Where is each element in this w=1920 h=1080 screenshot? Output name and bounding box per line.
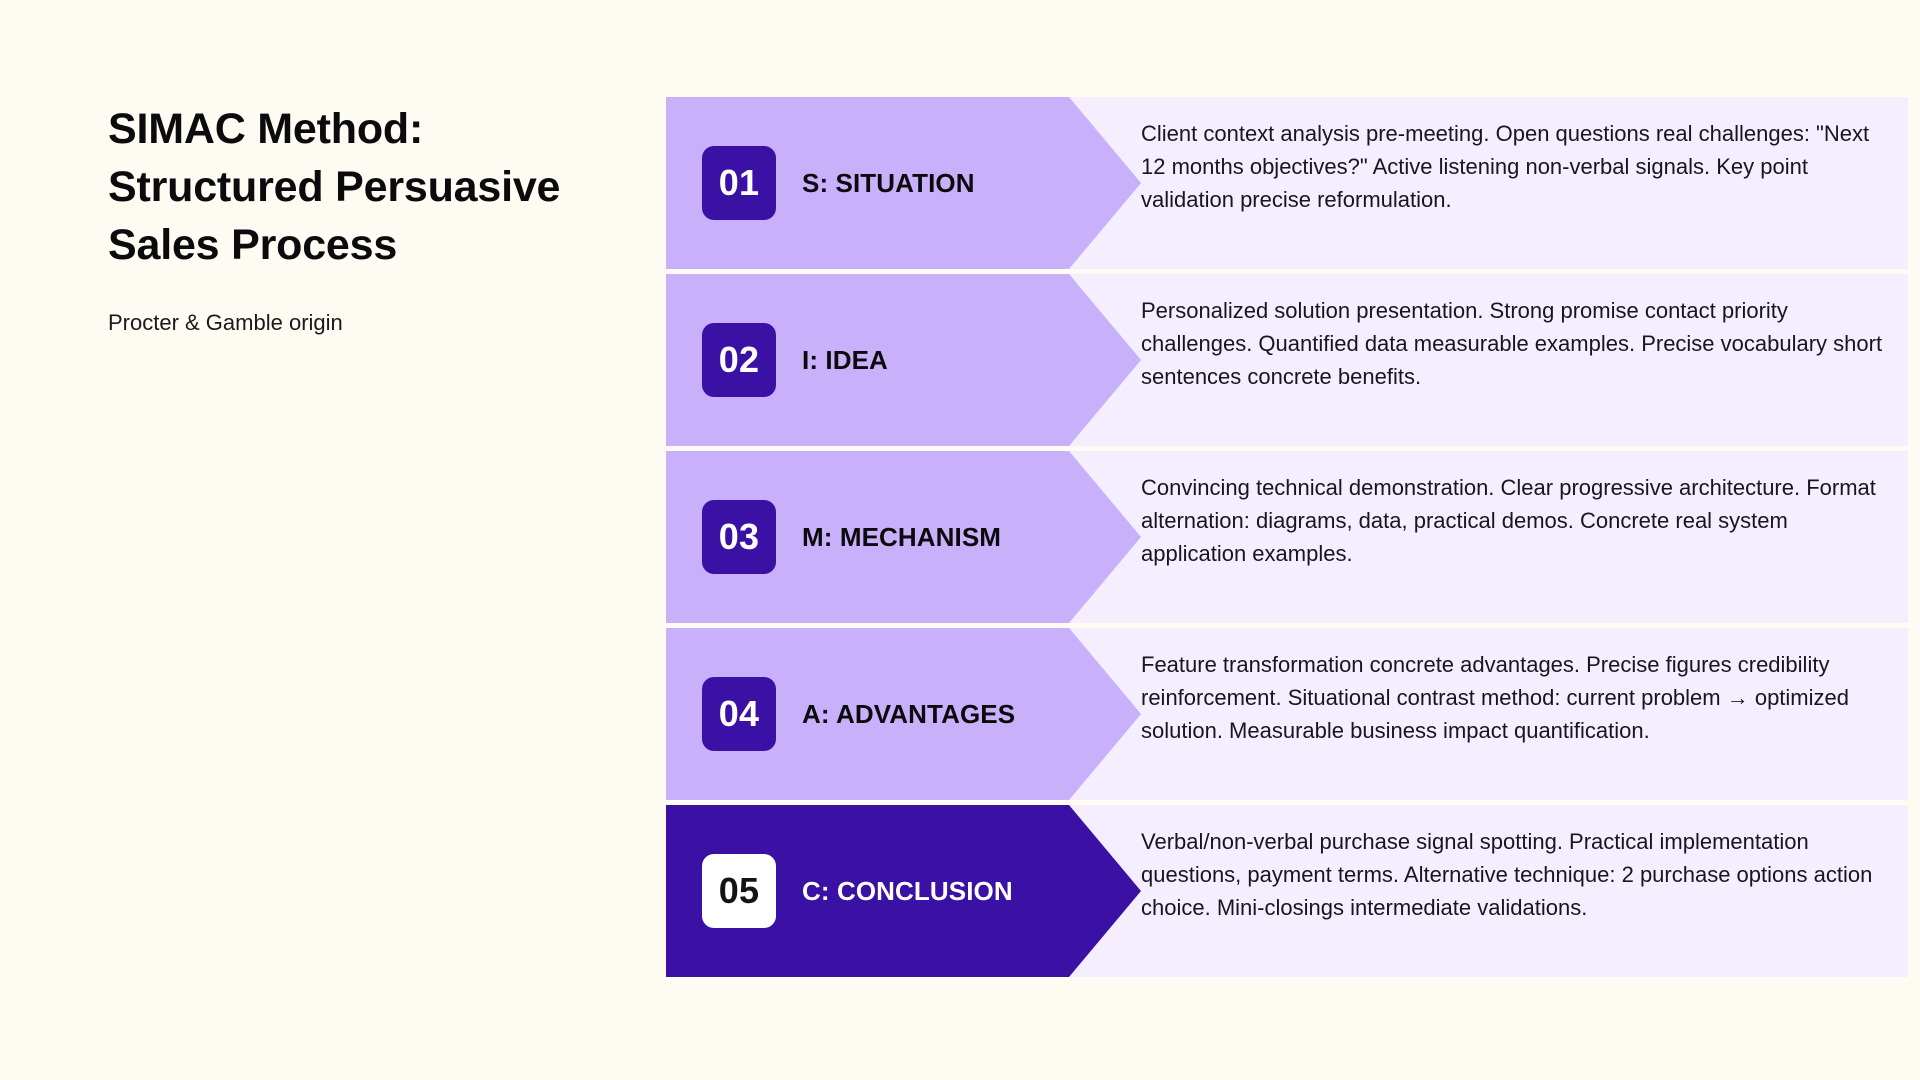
step-description-text: Verbal/non-verbal purchase signal spotti… — [1141, 829, 1873, 920]
title-block: SIMAC Method: Structured Persuasive Sale… — [108, 100, 578, 338]
page-subtitle: Procter & Gamble origin — [108, 310, 343, 335]
step-number-badge: 05 — [702, 854, 776, 928]
step-band: 03 M: MECHANISM — [666, 451, 1141, 623]
step-row[interactable]: 04 A: ADVANTAGES Feature transformation … — [666, 628, 1908, 800]
step-label: A: ADVANTAGES — [802, 698, 1016, 729]
step-description: Client context analysis pre-meeting. Ope… — [1141, 97, 1908, 269]
step-description-text: Client context analysis pre-meeting. Ope… — [1141, 121, 1870, 212]
step-row[interactable]: 02 I: IDEA Personalized solution present… — [666, 274, 1908, 446]
step-label: S: SITUATION — [802, 167, 975, 198]
step-label: I: IDEA — [802, 344, 888, 375]
step-label: M: MECHANISM — [802, 521, 1002, 552]
page-title: SIMAC Method: Structured Persuasive Sale… — [108, 105, 561, 269]
step-row[interactable]: 01 S: SITUATION Client context analysis … — [666, 97, 1908, 269]
step-band: 05 C: CONCLUSION — [666, 805, 1141, 977]
step-description-text: Personalized solution presentation. Stro… — [1141, 298, 1883, 389]
step-band: 04 A: ADVANTAGES — [666, 628, 1141, 800]
steps-list: 01 S: SITUATION Client context analysis … — [666, 97, 1908, 977]
step-row[interactable]: 05 C: CONCLUSION Verbal/non-verbal purch… — [666, 805, 1908, 977]
step-description: Personalized solution presentation. Stro… — [1141, 274, 1908, 446]
step-description: Feature transformation concrete advantag… — [1141, 628, 1908, 800]
step-number-badge: 01 — [702, 146, 776, 220]
step-description: Convincing technical demonstration. Clea… — [1141, 451, 1908, 623]
step-description: Verbal/non-verbal purchase signal spotti… — [1141, 805, 1908, 977]
step-row[interactable]: 03 M: MECHANISM Convincing technical dem… — [666, 451, 1908, 623]
step-number-badge: 02 — [702, 323, 776, 397]
step-number-badge: 04 — [702, 677, 776, 751]
step-band: 02 I: IDEA — [666, 274, 1141, 446]
step-band: 01 S: SITUATION — [666, 97, 1141, 269]
step-label: C: CONCLUSION — [802, 875, 1013, 906]
step-number-badge: 03 — [702, 500, 776, 574]
step-description-text: Feature transformation concrete advantag… — [1141, 652, 1849, 743]
step-description-text: Convincing technical demonstration. Clea… — [1141, 475, 1876, 566]
